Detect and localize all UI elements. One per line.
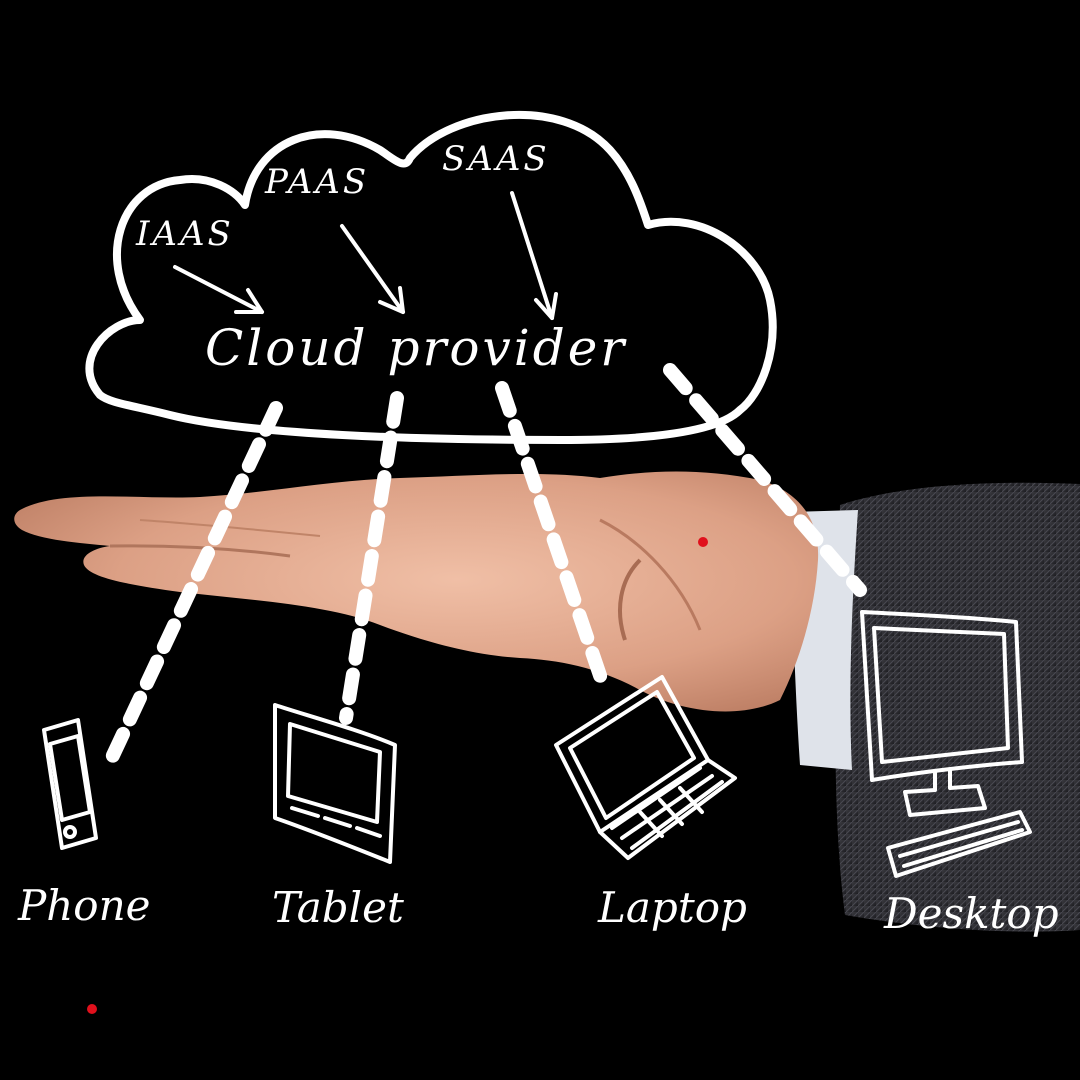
connector-phone — [101, 401, 283, 773]
device-label-desktop: Desktop — [883, 889, 1059, 938]
connector-laptop — [495, 381, 612, 697]
service-label-iaas: IAAS — [135, 214, 234, 254]
phone-icon — [42, 718, 98, 850]
connector-tablet — [339, 391, 404, 725]
tablet-icon — [273, 703, 397, 864]
service-arrows — [173, 191, 558, 320]
saas-arrow — [510, 191, 554, 320]
red-marker-dot — [87, 1004, 97, 1014]
desktop-icon — [860, 610, 1032, 878]
paas-arrow — [340, 224, 405, 314]
suit-sleeve — [835, 482, 1080, 932]
device-label-tablet: Tablet — [272, 883, 404, 932]
connector-desktop — [663, 363, 867, 597]
dotted-connectors — [101, 363, 867, 773]
service-label-saas: SAAS — [442, 139, 550, 179]
device-label-laptop: Laptop — [597, 883, 747, 932]
service-label-paas: PAAS — [264, 162, 369, 202]
laptop-icon — [554, 675, 737, 860]
red-marker-dot — [698, 537, 708, 547]
iaas-arrow — [173, 265, 264, 314]
cloud-provider-label: Cloud provider — [205, 319, 627, 377]
cloud-outline — [85, 110, 777, 444]
device-label-phone: Phone — [17, 881, 151, 930]
